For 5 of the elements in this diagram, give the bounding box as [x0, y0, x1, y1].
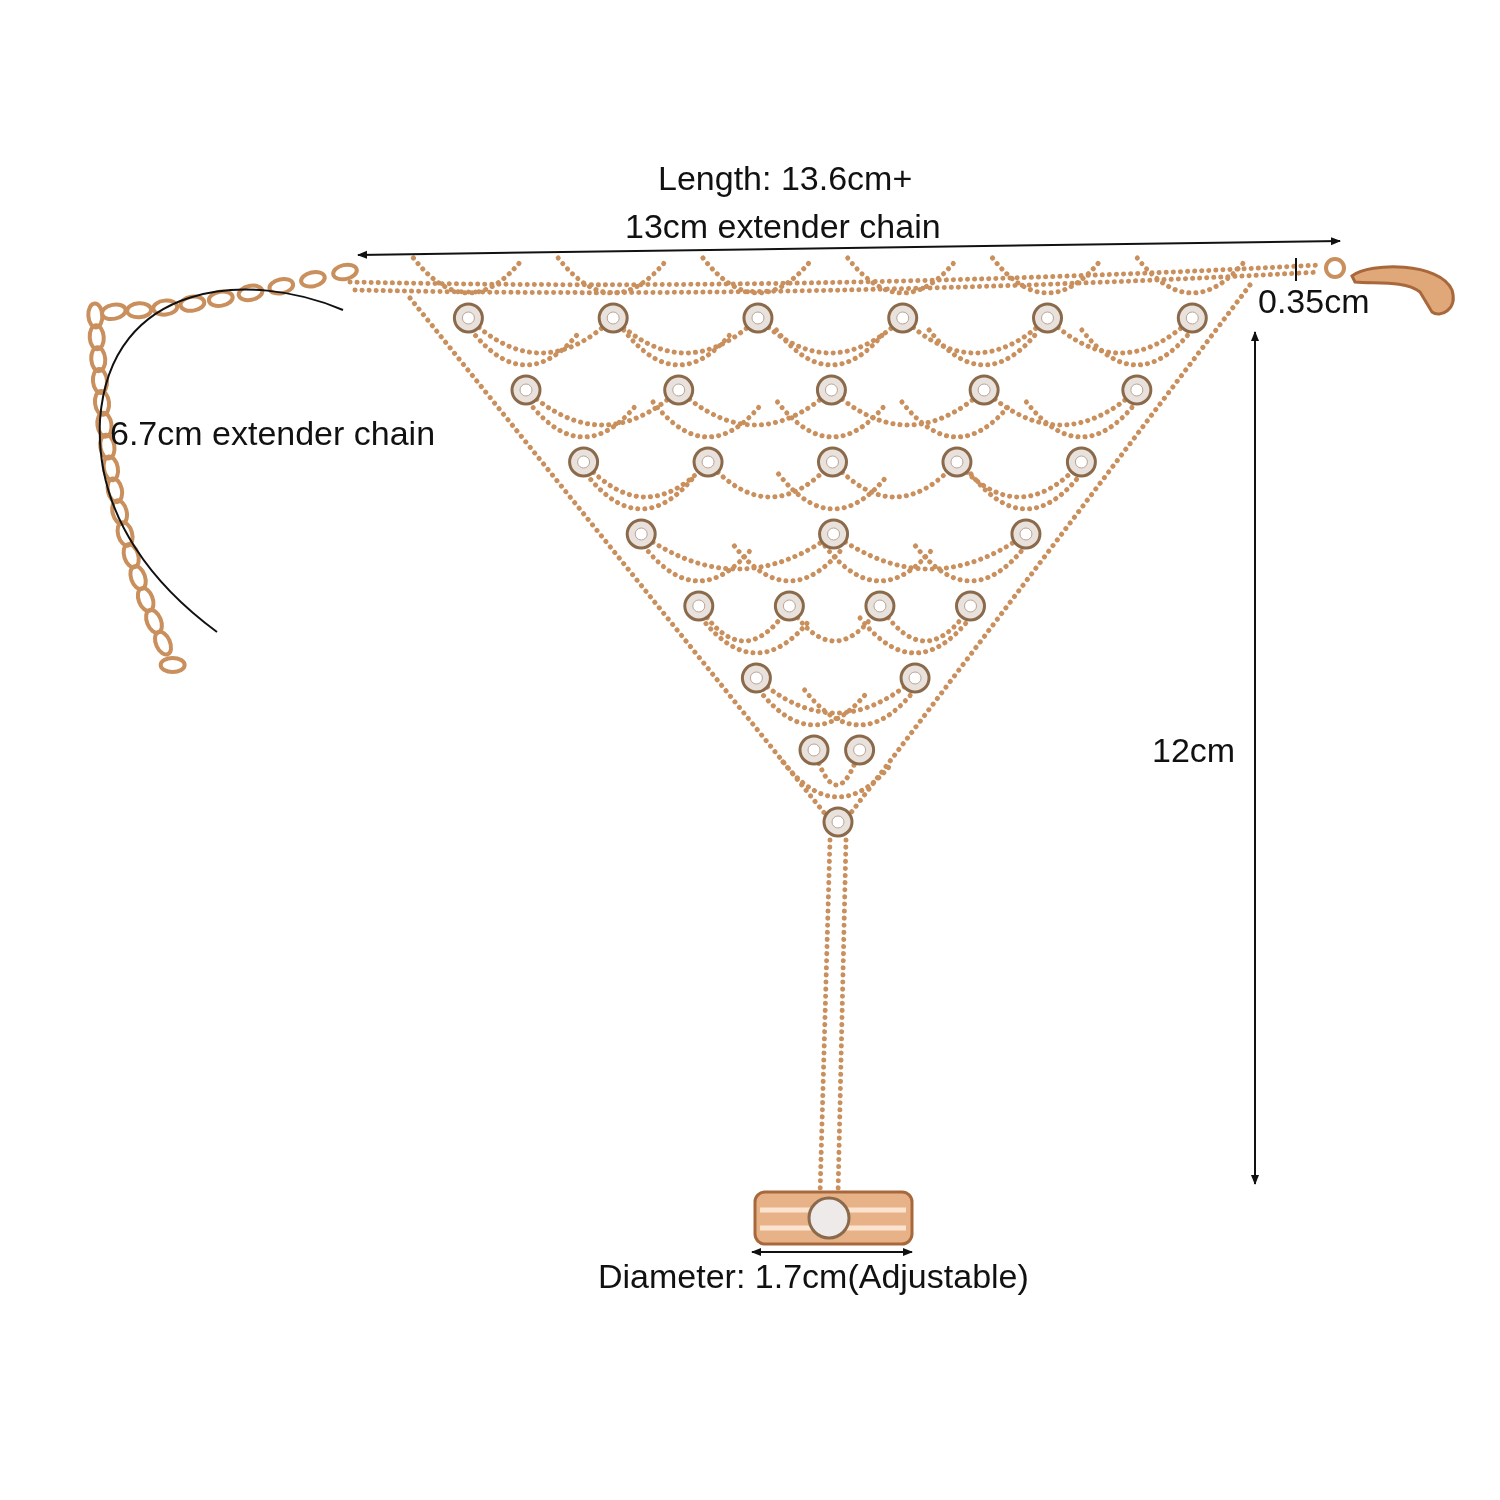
dimension-label: Length: 13.6cm+: [658, 160, 913, 198]
dimension-label: 13cm extender chain: [625, 208, 941, 246]
dimension-label: Diameter: 1.7cm(Adjustable): [598, 1258, 1029, 1296]
dimension-label: 0.35cm: [1258, 283, 1370, 321]
dimension-label: 12cm: [1152, 732, 1236, 770]
